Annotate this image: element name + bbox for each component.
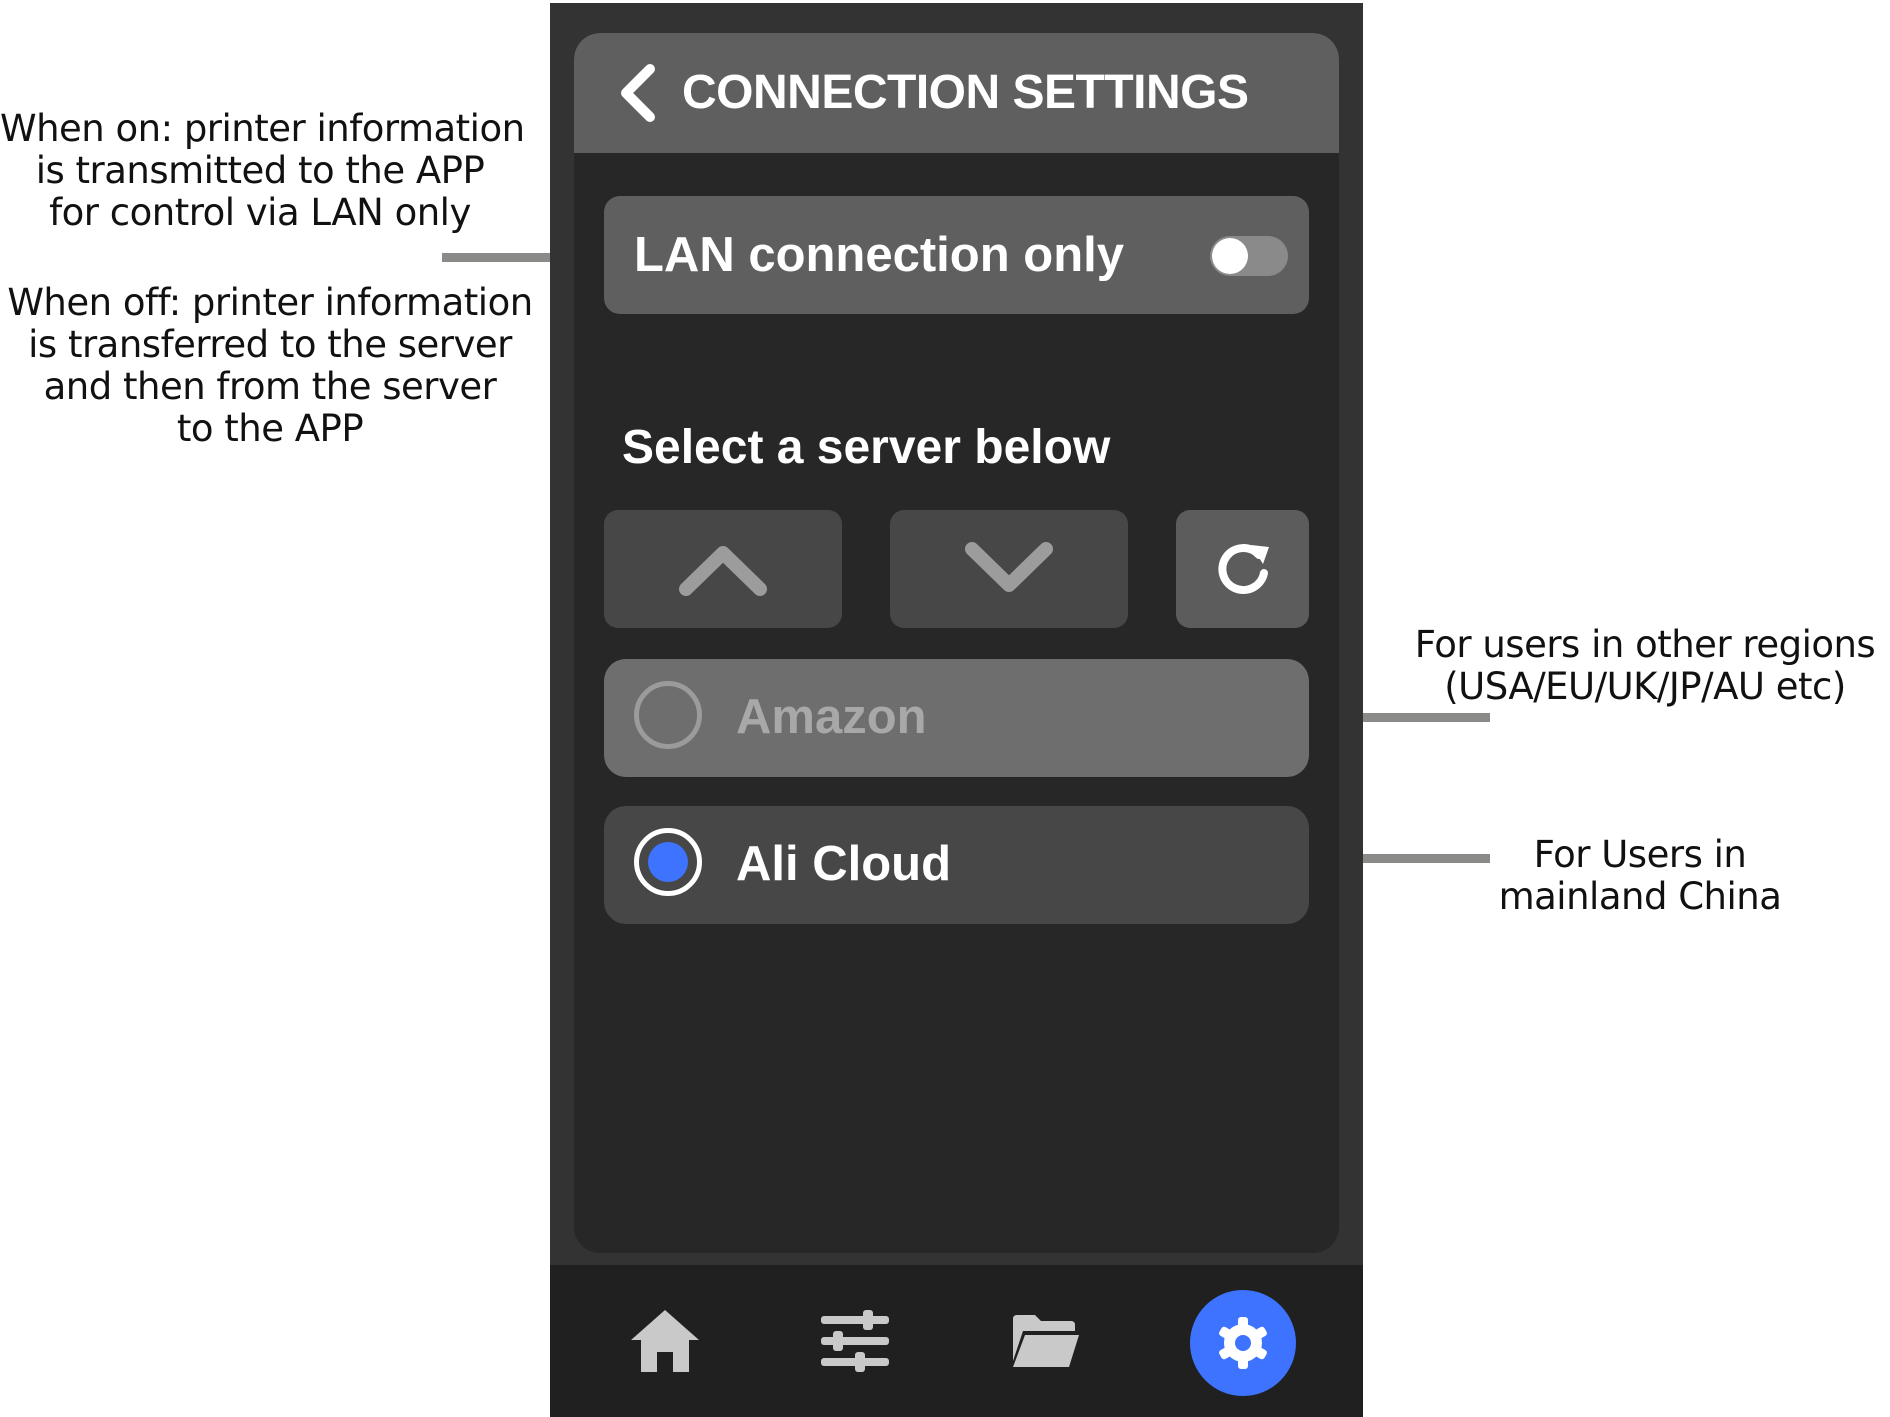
- server-section-title: Select a server below: [622, 421, 1111, 474]
- chevron-left-icon: [621, 64, 655, 122]
- refresh-icon: [1217, 544, 1269, 595]
- annotation-line: mainland China: [1498, 875, 1782, 918]
- lan-connection-toggle[interactable]: [1210, 236, 1288, 276]
- header-bar: CONNECTION SETTINGS: [574, 33, 1339, 153]
- nav-files-button[interactable]: [990, 1265, 1100, 1417]
- sliders-icon: [821, 1310, 889, 1372]
- annotation-lan-off: When off: printer information is transfe…: [0, 282, 540, 450]
- toggle-knob: [1212, 238, 1248, 274]
- annotation-ali: For Users in mainland China: [1470, 834, 1810, 918]
- annotation-line: When on: printer information: [0, 107, 525, 150]
- annotation-line: When off: printer information: [7, 281, 533, 324]
- scroll-up-button[interactable]: [604, 510, 842, 628]
- server-option-label: Ali Cloud: [736, 837, 952, 891]
- gear-icon: [1219, 1317, 1267, 1369]
- nav-home-button[interactable]: [610, 1265, 720, 1417]
- annotation-line: For users in other regions: [1414, 623, 1876, 666]
- server-option-label: Amazon: [736, 690, 927, 744]
- annotation-line: is transferred to the server: [28, 323, 512, 366]
- radio-dot: [648, 842, 688, 882]
- lan-connection-row[interactable]: LAN connection only: [604, 196, 1309, 314]
- back-button[interactable]: [614, 63, 664, 123]
- lan-connection-label: LAN connection only: [634, 228, 1124, 282]
- refresh-button[interactable]: [1176, 510, 1309, 628]
- annotation-lan-on: When on: printer information is transmit…: [0, 107, 525, 234]
- bottom-nav-bar: [550, 1265, 1363, 1417]
- server-option-amazon[interactable]: Amazon: [604, 659, 1309, 777]
- folder-icon: [1013, 1315, 1079, 1367]
- nav-adjust-button[interactable]: [800, 1265, 910, 1417]
- server-option-ali-cloud[interactable]: Ali Cloud: [604, 806, 1309, 924]
- annotation-line: For Users in: [1533, 833, 1747, 876]
- chevron-up-icon: [679, 546, 767, 596]
- printer-screen: CONNECTION SETTINGS LAN connection only …: [550, 3, 1363, 1417]
- annotation-line: is transmitted to the APP: [35, 149, 485, 192]
- radio-button-selected[interactable]: [634, 828, 702, 896]
- annotation-amazon: For users in other regions (USA/EU/UK/JP…: [1400, 624, 1890, 708]
- annotation-line: to the APP: [176, 407, 364, 450]
- annotation-line: for control via LAN only: [49, 191, 471, 234]
- radio-button-unselected[interactable]: [634, 681, 702, 749]
- home-icon: [631, 1310, 699, 1372]
- scroll-down-button[interactable]: [890, 510, 1128, 628]
- page-title: CONNECTION SETTINGS: [682, 66, 1249, 119]
- nav-settings-button[interactable]: [1190, 1290, 1296, 1396]
- annotation-line: and then from the server: [43, 365, 497, 408]
- settings-panel: CONNECTION SETTINGS LAN connection only …: [574, 33, 1339, 1253]
- chevron-down-icon: [965, 542, 1053, 592]
- annotation-line: (USA/EU/UK/JP/AU etc): [1444, 665, 1846, 708]
